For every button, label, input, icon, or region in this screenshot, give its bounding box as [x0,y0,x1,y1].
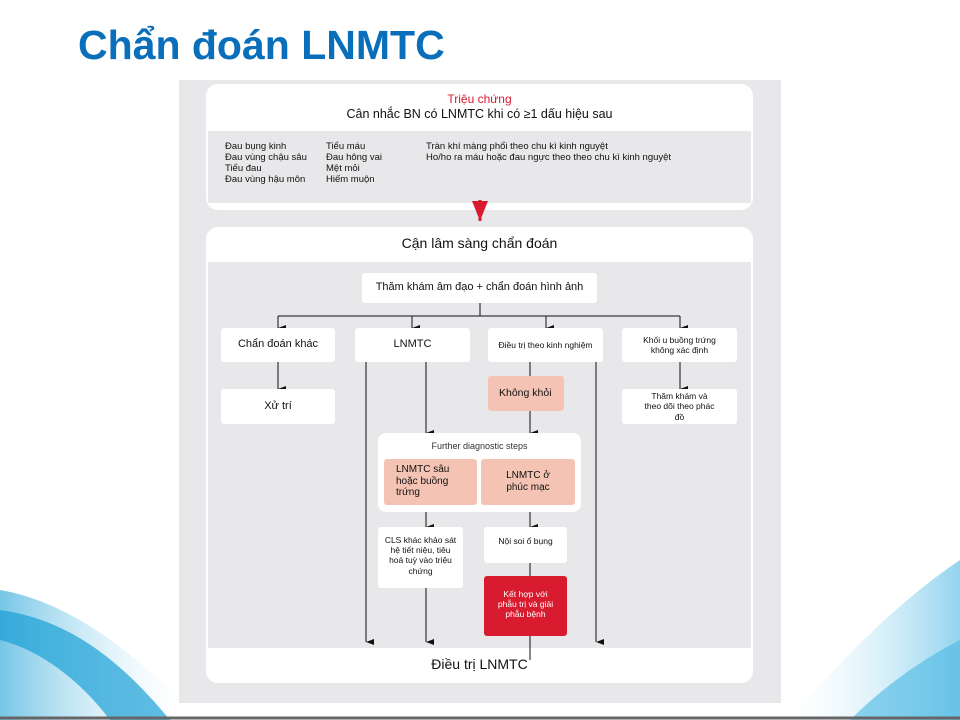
ovarian-mass-label: Khối u buồng trứng không xác định [643,334,716,355]
peritoneal-lnmtc-box: LNMTC ở phúc mạc [481,459,575,505]
ovarian-mass-box: Khối u buồng trứng không xác định [622,328,737,362]
symptom: Đau vùng chậu sâu [225,152,307,163]
lnmtc-label: LNMTC [393,338,432,351]
deep-lnmtc-label: LNMTC sâu hoặc buồng trứng [396,464,450,498]
symptom: Đau hông vai [326,152,382,163]
peritoneal-lnmtc-label: LNMTC ở phúc mạc [506,470,550,493]
deep-lnmtc-box: LNMTC sâu hoặc buồng trứng [384,459,477,505]
other-tests-label: CLS khác khảo sát hệ tiết niệu, tiêu hoá… [384,535,457,576]
other-diagnosis-box: Chẩn đoán khác [221,328,335,362]
followup-box: Thăm khám và theo dõi theo phác đồ [622,389,737,424]
symptom: Hiếm muộn [326,174,375,185]
other-diagnosis-label: Chẩn đoán khác [237,338,319,351]
surgery-pathology-label: Kết hợp với phẫu trị và giải phẫu bệnh [497,589,554,620]
laparoscopy-label: Nội soi ổ bụng [498,536,553,546]
symptoms-subtitle: Cân nhắc BN có LNMTC khi có ≥1 dấu hiệu … [346,107,613,121]
symptom-column-3: Tràn khí màng phổi theo chu kì kinh nguy… [426,141,671,163]
further-diagnostic-label: Further diagnostic steps [431,441,528,451]
exam-imaging-label: Thăm khám âm đạo + chẩn đoán hình ảnh [375,281,584,294]
treatment-label: Điều trị LNMTC [431,656,528,672]
no-improvement-label: Không khỏi [499,387,552,400]
lnmtc-box: LNMTC [355,328,470,362]
symptom: Tràn khí màng phổi theo chu kì kinh nguy… [426,141,608,152]
symptoms-heading: Triệu chứng [447,92,512,106]
diagnosis-heading: Cận lâm sàng chẩn đoán [401,235,558,251]
empiric-treatment-box: Điều trị theo kinh nghiệm [488,328,603,362]
symptom: Tiểu đau [225,163,262,174]
surgery-pathology-box: Kết hợp với phẫu trị và giải phẫu bệnh [484,576,567,636]
slide-title: Chẩn đoán LNMTC [78,22,445,68]
laparoscopy-box: Nội soi ổ bụng [484,527,567,563]
exam-imaging-box: Thăm khám âm đạo + chẩn đoán hình ảnh [362,273,597,303]
manage-label: Xử trí [264,399,292,412]
empiric-treatment-label: Điều trị theo kinh nghiệm [498,339,593,350]
symptom: Ho/ho ra máu hoặc đau ngực theo theo chu… [426,152,672,163]
symptoms-card: Triệu chứng Cân nhắc BN có LNMTC khi có … [206,84,753,210]
manage-box: Xử trí [221,389,335,424]
symptom: Mệt mỏi [326,163,360,174]
followup-label: Thăm khám và theo dõi theo phác đồ [644,391,715,422]
no-improvement-box: Không khỏi [488,376,564,411]
other-tests-box: CLS khác khảo sát hệ tiết niệu, tiêu hoá… [378,527,463,588]
symptom: Đau bụng kinh [225,141,287,152]
further-diagnostic-box: Further diagnostic steps LNMTC sâu hoặc … [378,433,581,512]
symptom: Tiểu máu [326,141,366,152]
symptom: Đau vùng hậu môn [225,174,306,185]
